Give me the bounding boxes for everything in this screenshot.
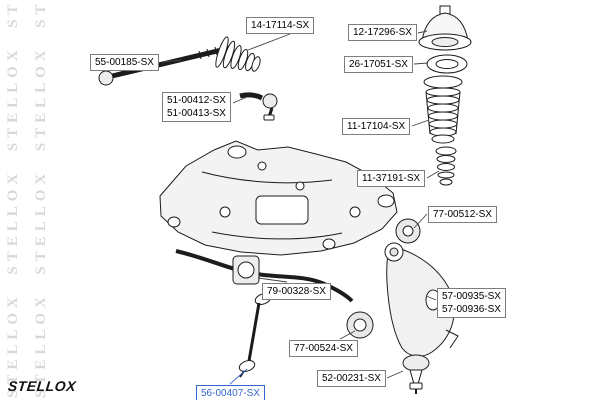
part-label-11-37191-SX: 11-37191-SX xyxy=(357,170,426,187)
subframe-bushing-drawing xyxy=(395,218,421,244)
steering-boot-drawing xyxy=(215,36,261,72)
strut-mount-drawing xyxy=(418,5,472,51)
part-number-line: 57-00935-SX xyxy=(442,291,501,302)
part-label-55-00185-SX: 55-00185-SX xyxy=(90,54,159,71)
leader-line-56-00407 xyxy=(229,368,248,385)
stabilizer-bushing-drawing xyxy=(232,255,260,285)
part-label-51-00412-413: 51-00412-SX 51-00413-SX xyxy=(162,92,231,122)
part-label-14-17114-SX: 14-17114-SX xyxy=(246,17,315,34)
stabilizer-link-drawing xyxy=(238,287,272,378)
part-label-12-17296-SX: 12-17296-SX xyxy=(348,24,417,41)
part-number-line: 51-00413-SX xyxy=(167,108,226,119)
part-label-79-00328-SX: 79-00328-SX xyxy=(262,283,331,300)
tie-rod-end-drawing xyxy=(239,92,278,121)
ball-joint-drawing xyxy=(402,354,430,394)
stabilizer-bar-drawing xyxy=(175,249,354,303)
subframe-drawing xyxy=(159,140,398,256)
strut-bearing-drawing xyxy=(426,54,468,74)
bump-stop-drawing xyxy=(435,146,457,186)
part-label-11-17104-SX: 11-17104-SX xyxy=(342,118,411,135)
part-label-52-00231-SX: 52-00231-SX xyxy=(317,370,386,387)
part-label-77-00512-SX: 77-00512-SX xyxy=(428,206,497,223)
part-label-56-00407-SX[interactable]: 56-00407-SX xyxy=(196,385,265,400)
control-arm-bushing-drawing xyxy=(346,311,374,339)
part-label-26-17051-SX: 26-17051-SX xyxy=(344,56,413,73)
watermark-column: STELLOX STELLOX STELLOX STELLOX STELLOX … xyxy=(5,0,21,398)
part-label-77-00524-SX: 77-00524-SX xyxy=(289,340,358,357)
part-number-line: 51-00412-SX xyxy=(167,95,226,106)
part-number-line: 57-00936-SX xyxy=(442,304,501,315)
part-label-57-00935-936: 57-00935-SX 57-00936-SX xyxy=(437,288,506,318)
leader-lines xyxy=(162,30,440,385)
dust-cover-drawing xyxy=(423,75,463,144)
watermark-column: STELLOX STELLOX STELLOX STELLOX STELLOX … xyxy=(33,0,49,398)
brand-logo: STELLOX xyxy=(7,378,77,394)
